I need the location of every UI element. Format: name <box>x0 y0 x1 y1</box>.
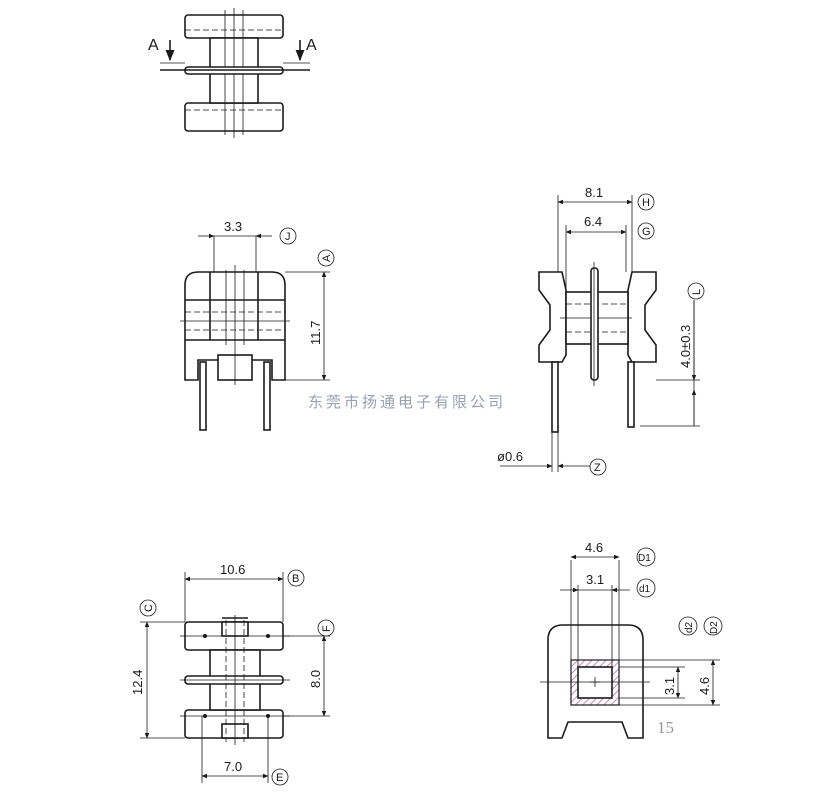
dim-11-7: 11.7 <box>308 321 323 345</box>
svg-text:E: E <box>276 772 283 784</box>
view-front: 3.3 11.7 <box>180 219 330 431</box>
view-core-window: 4.6 3.1 3.1 4.6 <box>540 540 720 739</box>
svg-text:A: A <box>321 254 333 262</box>
dim-8-1: 8.1 <box>585 185 603 200</box>
section-marker-left: A <box>148 37 159 54</box>
svg-text:D2: D2 <box>709 621 720 634</box>
tag-A: A <box>317 249 335 267</box>
tag-D2: D2 <box>703 616 723 636</box>
svg-text:L: L <box>691 289 703 295</box>
tag-d1: d1 <box>636 578 656 598</box>
dim-4-0: 4.0±0.3 <box>678 325 693 368</box>
view-bottom: 10.6 12.4 8.0 7.0 <box>130 562 330 783</box>
view-top-section: A A <box>148 8 317 138</box>
dim-4-6-top: 4.6 <box>585 540 603 555</box>
dim-12-4: 12.4 <box>130 670 145 695</box>
dim-8-0: 8.0 <box>308 670 323 688</box>
svg-text:d2: d2 <box>684 621 695 633</box>
dim-7-0: 7.0 <box>224 759 242 774</box>
tag-G: G <box>637 222 655 240</box>
company-watermark: 东莞市扬通电子有限公司 <box>308 393 506 411</box>
dim-10-6: 10.6 <box>220 562 245 577</box>
svg-text:Z: Z <box>594 462 601 474</box>
svg-text:G: G <box>642 226 651 238</box>
section-marker-right: A <box>306 37 317 54</box>
dim-6-4: 6.4 <box>584 214 602 229</box>
dim-3-1-side: 3.1 <box>662 677 677 695</box>
tag-F: F <box>317 619 335 637</box>
tag-d2: d2 <box>678 616 698 636</box>
svg-text:C: C <box>143 604 155 612</box>
tag-D1: D1 <box>636 547 656 567</box>
tag-B: B <box>287 569 305 587</box>
tag-E: E <box>271 768 289 786</box>
tag-H: H <box>637 193 655 211</box>
view-side: 8.1 6.4 4.0±0.3 ø0.6 <box>497 185 700 472</box>
dim-diameter-0-6: ø0.6 <box>497 449 523 464</box>
dim-3-3: 3.3 <box>224 219 242 234</box>
svg-text:D1: D1 <box>638 553 651 564</box>
tag-C: C <box>139 599 157 617</box>
page-number: 15 <box>657 718 674 737</box>
svg-text:B: B <box>292 573 299 585</box>
svg-text:J: J <box>285 231 291 243</box>
tag-Z: Z <box>589 458 607 476</box>
dim-3-1-top: 3.1 <box>586 572 604 587</box>
dim-4-6-side: 4.6 <box>697 677 712 695</box>
tag-J: J <box>279 227 297 245</box>
svg-text:d1: d1 <box>639 584 651 595</box>
svg-text:H: H <box>642 197 650 209</box>
svg-text:F: F <box>321 625 333 632</box>
tag-L: L <box>687 282 705 300</box>
